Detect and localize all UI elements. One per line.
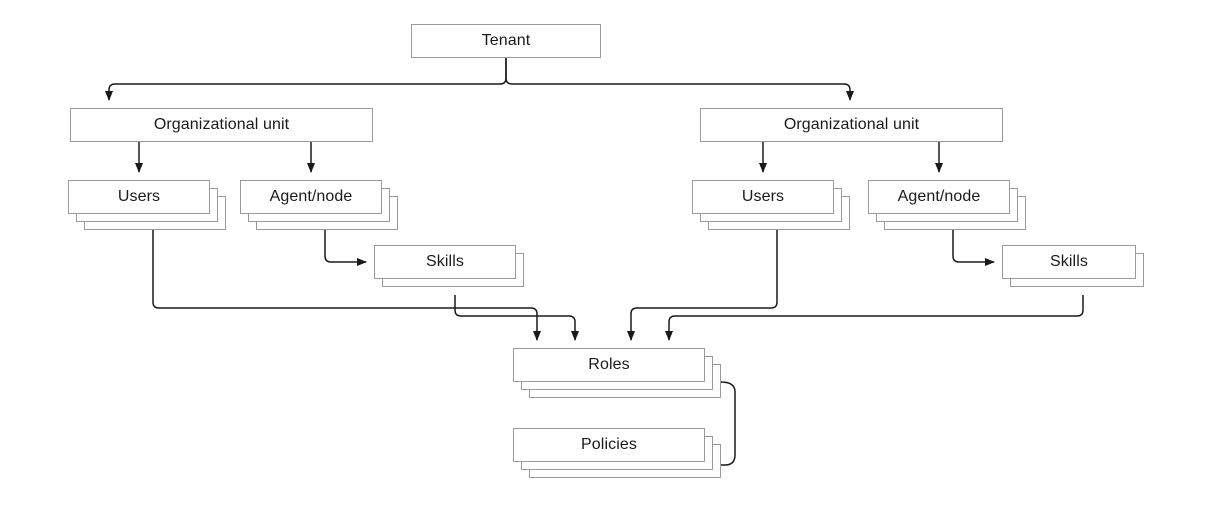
node-ou-right[interactable]: Organizational unit — [700, 108, 1003, 142]
edge-agent-right-to-skills — [952, 230, 995, 266]
edge-agent-left-to-skills — [324, 230, 367, 266]
node-skills-right[interactable]: Skills — [1002, 245, 1144, 287]
node-tenant-card: Tenant — [411, 24, 601, 58]
node-users-right-card: Users — [692, 180, 834, 214]
edge-users-left-to-roles — [152, 230, 541, 341]
node-agent-right-card: Agent/node — [868, 180, 1010, 214]
node-roles-card: Roles — [513, 348, 705, 382]
node-ou-left-card: Organizational unit — [70, 108, 373, 142]
edge-skills-right-to-roles — [665, 295, 1084, 341]
node-users-right-label: Users — [741, 188, 785, 205]
node-agent-left-label: Agent/node — [269, 188, 353, 205]
node-ou-right-label: Organizational unit — [783, 116, 920, 133]
node-ou-left[interactable]: Organizational unit — [70, 108, 373, 142]
node-ou-right-card: Organizational unit — [700, 108, 1003, 142]
node-users-right[interactable]: Users — [692, 180, 850, 230]
node-tenant[interactable]: Tenant — [411, 24, 601, 58]
node-agent-left-card: Agent/node — [240, 180, 382, 214]
node-skills-right-label: Skills — [1050, 253, 1088, 270]
node-ou-left-label: Organizational unit — [153, 116, 290, 133]
node-skills-right-card: Skills — [1002, 245, 1136, 279]
node-policies[interactable]: Policies — [513, 428, 721, 478]
node-policies-card: Policies — [513, 428, 705, 462]
node-agent-right[interactable]: Agent/node — [868, 180, 1026, 230]
node-skills-left-label: Skills — [426, 253, 464, 270]
edge-tenant-to-ou-left — [105, 58, 507, 101]
node-agent-right-label: Agent/node — [897, 188, 981, 205]
node-policies-label: Policies — [581, 436, 637, 453]
node-skills-left[interactable]: Skills — [374, 245, 524, 287]
node-tenant-label: Tenant — [481, 32, 531, 49]
edge-users-right-to-roles — [627, 230, 778, 341]
node-roles[interactable]: Roles — [513, 348, 721, 398]
node-users-left-card: Users — [68, 180, 210, 214]
edge-roles-to-policies — [708, 381, 736, 469]
node-users-left[interactable]: Users — [68, 180, 226, 230]
node-users-left-label: Users — [117, 188, 161, 205]
edge-skills-left-to-roles — [454, 295, 579, 341]
node-agent-left[interactable]: Agent/node — [240, 180, 398, 230]
node-skills-left-card: Skills — [374, 245, 516, 279]
node-roles-label: Roles — [588, 356, 630, 373]
edge-tenant-to-ou-right — [505, 58, 854, 101]
